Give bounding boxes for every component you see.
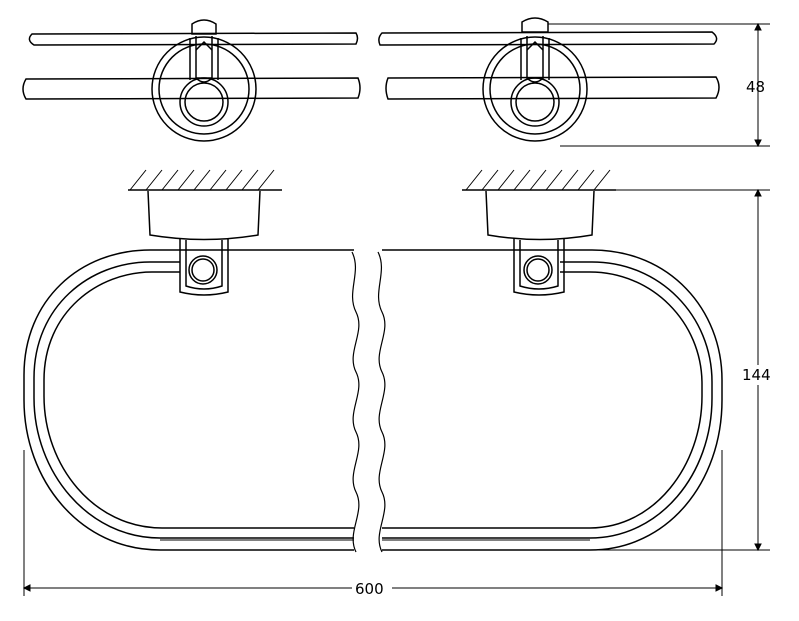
top-glass-lower-left bbox=[22, 77, 361, 100]
ring-right-middle bbox=[382, 261, 713, 539]
ring-left-inner bbox=[43, 271, 354, 529]
dimension-600-bg bbox=[352, 578, 392, 596]
ring-right-inner bbox=[382, 271, 703, 529]
front-mount-right bbox=[485, 190, 595, 296]
front-mount-left bbox=[147, 190, 261, 296]
dimension-48-label: 48 bbox=[746, 78, 765, 96]
top-glass-lower-right bbox=[385, 76, 720, 100]
top-bracket-left bbox=[151, 19, 257, 142]
ring-right-outer bbox=[382, 249, 723, 551]
wall-hatch-left bbox=[128, 169, 282, 191]
break-line-left bbox=[351, 251, 360, 553]
ring-left-outer bbox=[23, 249, 354, 551]
ring-left-middle bbox=[33, 261, 354, 539]
top-view bbox=[22, 17, 770, 148]
wall-hatch-right bbox=[462, 169, 616, 191]
front-view bbox=[22, 169, 770, 596]
dimension-144-bg bbox=[740, 365, 776, 385]
top-glass-upper-right bbox=[378, 31, 718, 46]
dimension-144-label: 144 bbox=[742, 366, 771, 384]
break-line-right bbox=[377, 251, 386, 553]
top-bracket-right bbox=[482, 17, 588, 142]
top-glass-upper-left bbox=[28, 32, 359, 46]
dimension-600-label: 600 bbox=[355, 580, 384, 598]
